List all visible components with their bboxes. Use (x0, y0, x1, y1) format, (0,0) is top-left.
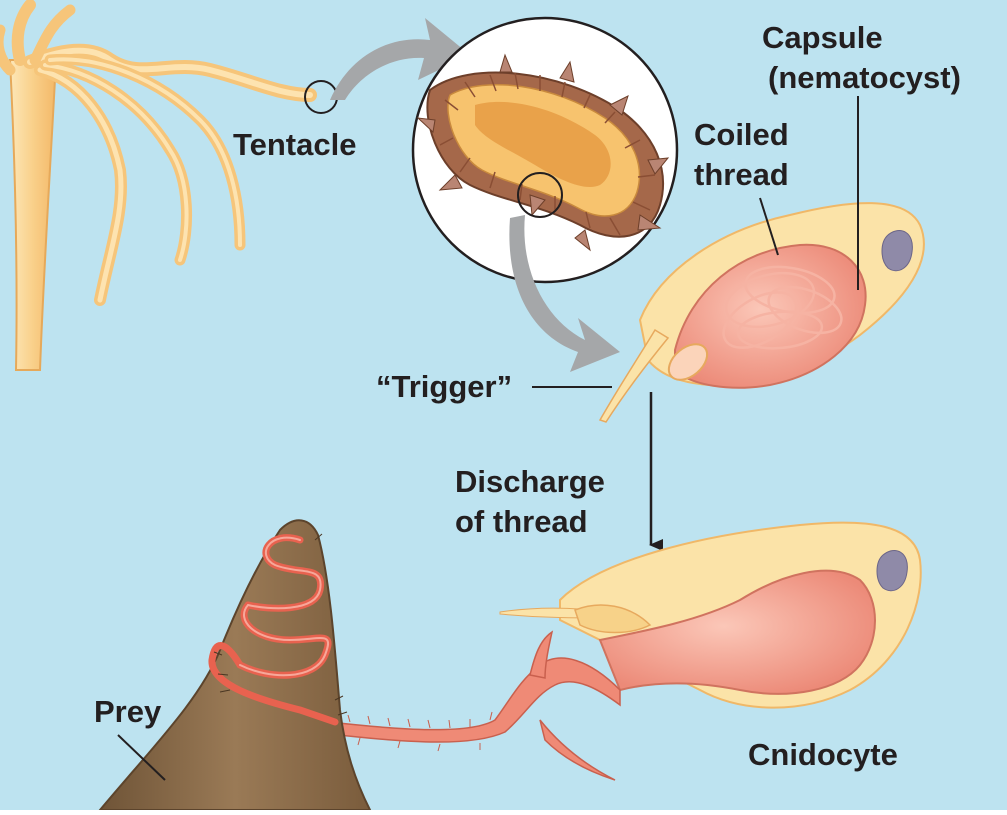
label-of-thread: of thread (455, 504, 588, 539)
label-prey: Prey (94, 694, 162, 729)
label-coiled: Coiled (694, 117, 789, 152)
label-discharge: Discharge (455, 464, 605, 499)
label-cnidocyte: Cnidocyte (748, 737, 898, 772)
label-trigger: “Trigger” (376, 369, 512, 404)
magnified-section (413, 18, 677, 282)
label-nematocyst: (nematocyst) (768, 60, 961, 95)
label-tentacle: Tentacle (233, 127, 356, 162)
label-capsule: Capsule (762, 20, 883, 55)
label-thread: thread (694, 157, 789, 192)
